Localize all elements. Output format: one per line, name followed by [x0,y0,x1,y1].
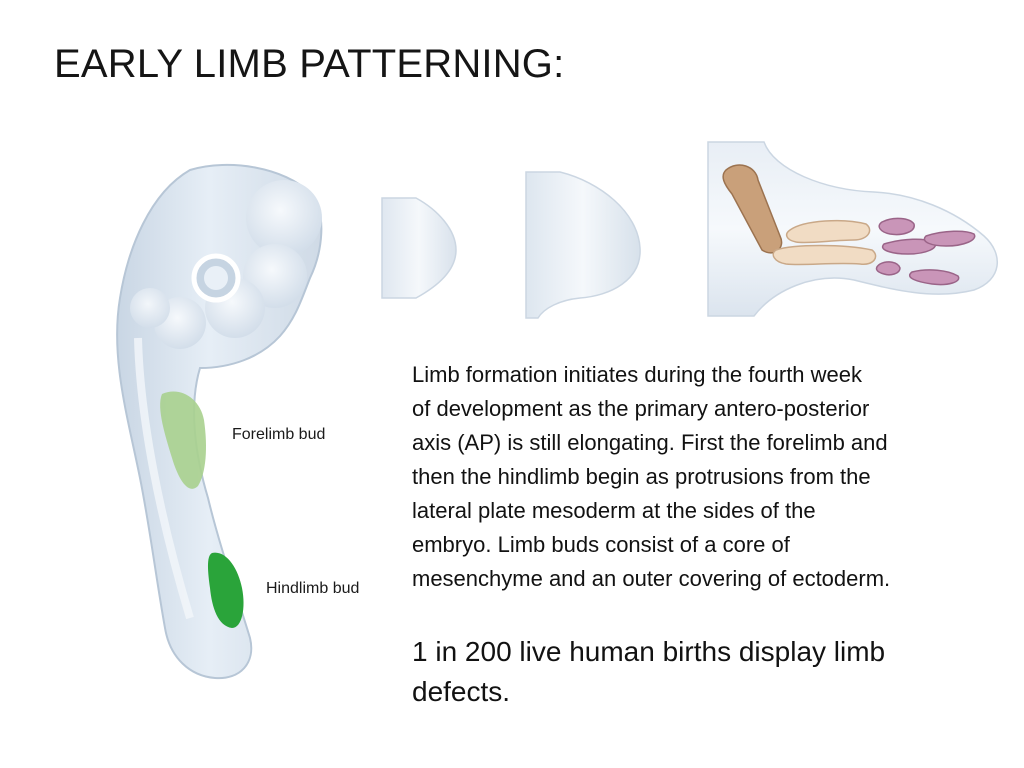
paragraph-line: embryo. Limb buds consist of a core of [412,532,790,557]
limb-bud-stage-1-illustration [381,197,457,299]
hindlimb-bud-shape [208,552,244,628]
paragraph-line: then the hindlimb begin as protrusions f… [412,464,871,489]
paragraph-line: lateral plate mesoderm at the sides of t… [412,498,816,523]
limb-bud-stage-2-illustration [525,171,641,319]
statistic-line: defects. [412,676,511,707]
middle-bone-lower-shape [772,244,877,266]
embryo-illustration [116,164,323,680]
slide-title: EARLY LIMB PATTERNING: [54,42,565,86]
limb-bud-stage-3-illustration [707,141,998,317]
description-paragraph: Limb formation initiates during the four… [412,358,1012,596]
paragraph-line: Limb formation initiates during the four… [412,362,863,387]
paragraph-line: of development as the primary antero-pos… [412,396,870,421]
paragraph-line: axis (AP) is still elongating. First the… [412,430,888,455]
paragraph-line: mesenchyme and an outer covering of ecto… [412,566,891,591]
birth-defect-statistic: 1 in 200 live human births display limb … [412,632,972,712]
forelimb-bud-shape [160,391,206,489]
forelimb-bud-label: Forelimb bud [232,426,326,443]
middle-bone-upper-shape [785,219,871,244]
statistic-line: 1 in 200 live human births display limb [412,636,886,667]
hindlimb-bud-label: Hindlimb bud [266,580,360,597]
